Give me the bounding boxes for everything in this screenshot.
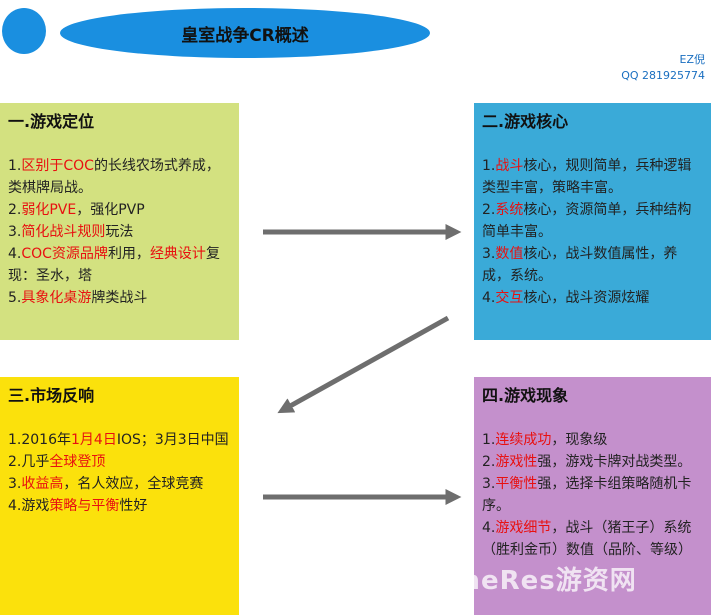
text-segment: 3. (482, 246, 496, 262)
box-line: 4.游戏细节，战斗（猪王子）系统（胜利金币）数值（品阶、等级） (482, 517, 703, 561)
highlight-text: 经典设计 (149, 246, 206, 262)
box-line: 1.2016年1月4日IOS；3月3日中国 (8, 429, 231, 451)
title-banner: 皇室战争CR概述 (60, 8, 430, 58)
highlight-text: 交互 (495, 290, 524, 306)
box-game-positioning: 一.游戏定位 1.区别于COC的长线农场式养成，类棋牌局战。2.弱化PVE，强化… (0, 103, 239, 340)
text-segment: 1. (482, 158, 496, 174)
highlight-text: 弱化PVE (21, 202, 77, 218)
box-game-core: 二.游戏核心 1.战斗核心，规则简单，兵种逻辑类型丰富，策略丰富。2.系统核心，… (474, 103, 711, 340)
highlight-text: 游戏细节 (495, 520, 552, 536)
box-line: 3.数值核心，战斗数值属性，养成，系统。 (482, 243, 703, 287)
box-title: 四.游戏现象 (482, 386, 569, 405)
highlight-text: 战斗 (495, 158, 524, 174)
text-segment: 4. (482, 520, 496, 536)
text-segment: 核心，资源简单，兵种结构简单丰富。 (482, 202, 692, 240)
text-segment: ，强化PVP (76, 202, 145, 218)
box-line: 3.收益高，名人效应，全球竞赛 (8, 473, 231, 495)
page-title: 皇室战争CR概述 (181, 25, 309, 46)
highlight-text: 区别于COC (21, 158, 94, 174)
text-segment: 3. (8, 224, 22, 240)
box-line: 4.COC资源品牌利用，经典设计复现：圣水，塔 (8, 243, 231, 287)
highlight-text: 游戏性 (495, 454, 538, 470)
text-segment: 性好 (119, 498, 148, 514)
highlight-text: COC资源品牌 (21, 246, 108, 262)
text-segment: 强，游戏卡牌对战类型。 (537, 454, 692, 470)
text-segment: ，战斗（猪王子）系统（胜利金币）数值（品阶、等级） (482, 520, 692, 558)
highlight-text: 1月4日 (71, 432, 117, 448)
text-segment: 复现：圣水，塔 (8, 246, 220, 284)
box-line: 2.系统核心，资源简单，兵种结构简单丰富。 (482, 199, 703, 243)
text-segment: 2. (482, 454, 496, 470)
text-segment: 强，选择卡组策略随机卡序。 (482, 476, 692, 514)
text-segment: 牌类战斗 (91, 290, 148, 306)
box-line: 3.简化战斗规则玩法 (8, 221, 231, 243)
text-segment: 核心，战斗数值属性，养成，系统。 (482, 246, 678, 284)
box-line: 2.游戏性强，游戏卡牌对战类型。 (482, 451, 703, 473)
arrow-core-to-market (277, 315, 450, 414)
text-segment: 4. (8, 246, 22, 262)
box-title: 一.游戏定位 (8, 112, 95, 131)
box-line: 1.战斗核心，规则简单，兵种逻辑类型丰富，策略丰富。 (482, 155, 703, 199)
highlight-text: 全球登顶 (49, 454, 106, 470)
text-segment: 2. (482, 202, 496, 218)
highlight-text: 简化战斗规则 (21, 224, 106, 240)
text-segment: 核心，规则简单，兵种逻辑类型丰富，策略丰富。 (482, 158, 692, 196)
header-circle-decoration (2, 8, 46, 54)
text-segment: IOS；3月3日中国 (116, 432, 229, 448)
highlight-text: 收益高 (21, 476, 64, 492)
text-segment: 1. (8, 158, 22, 174)
text-segment: 的长线农场式养成，类棋牌局战。 (8, 158, 220, 196)
author-qq: QQ 281925774 (621, 69, 705, 82)
author-name: EZ倪 (679, 53, 706, 66)
text-segment: 玩法 (105, 224, 134, 240)
box-line: 4.交互核心，战斗资源炫耀 (482, 287, 703, 309)
author-info: EZ倪 QQ 281925774 (621, 52, 705, 84)
text-segment: 2.几乎 (8, 454, 50, 470)
text-segment: 利用， (107, 246, 150, 262)
text-segment: 2. (8, 202, 22, 218)
text-segment: 核心，战斗资源炫耀 (523, 290, 650, 306)
text-segment: ，现象级 (551, 432, 608, 448)
text-segment: ，名人效应，全球竞赛 (63, 476, 204, 492)
text-segment: 3. (8, 476, 22, 492)
text-segment: 3. (482, 476, 496, 492)
text-segment: 4. (482, 290, 496, 306)
highlight-text: 平衡性 (495, 476, 538, 492)
text-segment: 4.游戏 (8, 498, 50, 514)
box-line: 5.具象化桌游牌类战斗 (8, 287, 231, 309)
text-segment: 1.2016年 (8, 432, 71, 448)
highlight-text: 具象化桌游 (21, 290, 92, 306)
box-line: 2.几乎全球登顶 (8, 451, 231, 473)
box-body: 1.战斗核心，规则简单，兵种逻辑类型丰富，策略丰富。2.系统核心，资源简单，兵种… (482, 155, 703, 309)
highlight-text: 策略与平衡 (49, 498, 120, 514)
watermark: GameRes游资网 (412, 566, 637, 596)
highlight-text: 数值 (495, 246, 524, 262)
box-line: 4.游戏策略与平衡性好 (8, 495, 231, 517)
box-title: 三.市场反响 (8, 386, 95, 405)
box-line: 1.连续成功，现象级 (482, 429, 703, 451)
box-title: 二.游戏核心 (482, 112, 569, 131)
box-line: 1.区别于COC的长线农场式养成，类棋牌局战。 (8, 155, 231, 199)
highlight-text: 连续成功 (495, 432, 552, 448)
text-segment: 5. (8, 290, 22, 306)
box-line: 3.平衡性强，选择卡组策略随机卡序。 (482, 473, 703, 517)
text-segment: 1. (482, 432, 496, 448)
box-line: 2.弱化PVE，强化PVP (8, 199, 231, 221)
highlight-text: 系统 (495, 202, 524, 218)
